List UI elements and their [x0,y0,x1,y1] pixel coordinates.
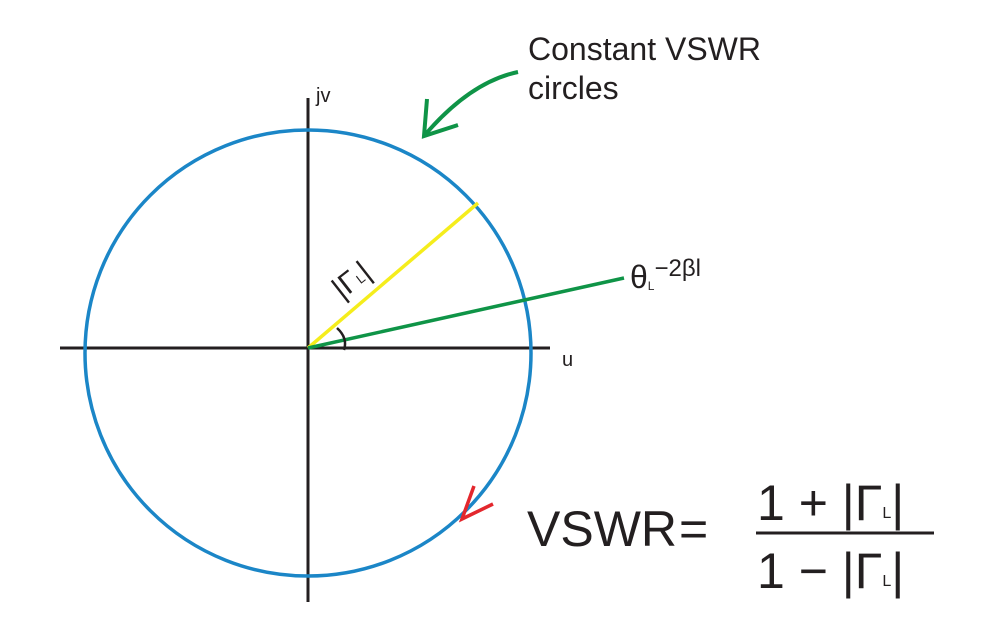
annotation-line1: Constant VSWR [528,31,761,67]
formula-lhs: VSWR [527,501,677,557]
annotation-arrowhead [421,98,459,139]
angle-line [307,276,625,350]
svg-text:|ΓL|: |ΓL| [326,255,377,305]
horizontal-axis-label: u [562,349,573,371]
gamma-magnitude-label: |ΓL| [326,255,377,305]
direction-arrow-icon [458,485,494,523]
formula-denominator: 1 − |ΓL| [757,543,904,599]
annotation-arrow [422,70,519,138]
annotation-line2: circles [528,70,619,106]
angle-arc [336,327,347,351]
vertical-axis-label: jv [315,85,330,107]
gamma-line [306,201,480,350]
formula-numerator: 1 + |ΓL| [757,475,904,531]
formula-equals: = [679,501,708,557]
vswr-circle [83,128,533,578]
angle-label: θL−2βl [630,255,701,295]
